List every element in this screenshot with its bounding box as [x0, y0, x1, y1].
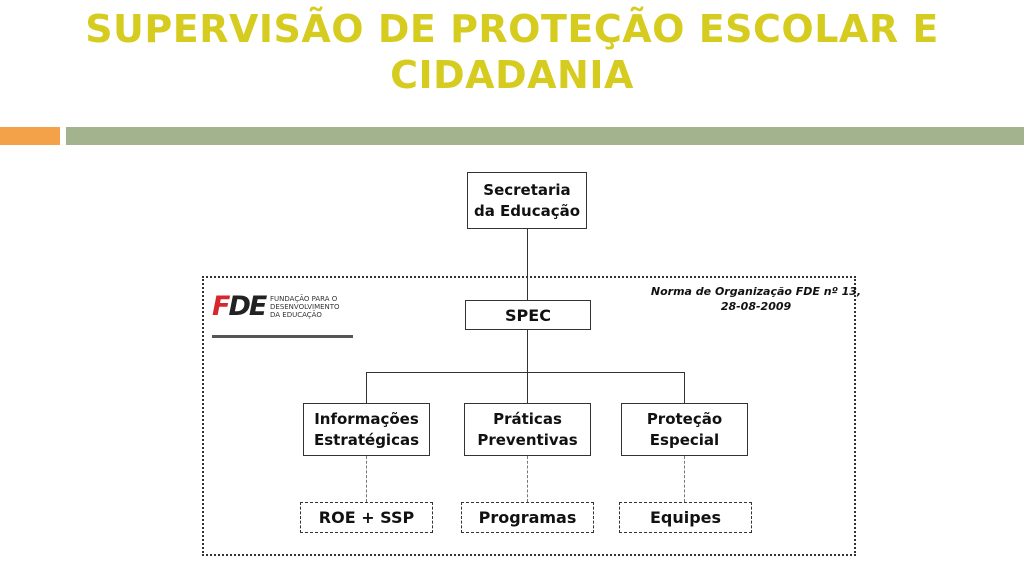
connector-branch-horizontal	[366, 372, 685, 373]
accent-bar-orange	[0, 127, 60, 145]
slide-title: SUPERVISÃO DE PROTEÇÃO ESCOLAR E CIDADAN…	[0, 6, 1024, 98]
connector-secretaria-spec	[527, 229, 528, 300]
node-praticas-preventivas: Práticas Preventivas	[464, 403, 591, 456]
node-secretaria-line2: da Educação	[473, 201, 581, 220]
connector-branch-center	[527, 372, 528, 403]
fde-frame	[202, 276, 856, 556]
leaf-roe-ssp: ROE + SSP	[300, 502, 433, 533]
slide-title-line1: SUPERVISÃO DE PROTEÇÃO ESCOLAR E	[85, 7, 939, 51]
node-spec-label: SPEC	[505, 305, 551, 325]
node-spec: SPEC	[465, 300, 591, 330]
node-secretaria-educacao: Secretaria da Educação	[467, 172, 587, 229]
node-protecao-line2: Especial	[649, 430, 720, 449]
accent-bar-green	[66, 127, 1024, 145]
fde-logo-text: FUNDAÇÃO PARA O DESENVOLVIMENTO DA EDUCA…	[270, 295, 340, 319]
node-informacoes-estrategicas: Informações Estratégicas	[303, 403, 430, 456]
leaf-programas: Programas	[461, 502, 594, 533]
node-informacoes-line1: Informações	[314, 409, 419, 428]
slide-title-line2: CIDADANIA	[390, 53, 634, 97]
norma-line2: 28-08-2009	[720, 300, 792, 313]
dashed-connector-left	[366, 456, 367, 502]
connector-branch-right	[684, 372, 685, 403]
connector-branch-left	[366, 372, 367, 403]
connector-spec-down	[527, 330, 528, 373]
fde-logo: FDE FUNDAÇÃO PARA O DESENVOLVIMENTO DA E…	[212, 292, 357, 338]
node-protecao-especial: Proteção Especial	[621, 403, 748, 456]
norma-line1: Norma de Organização FDE nº 13,	[650, 285, 862, 298]
node-praticas-line2: Preventivas	[477, 430, 578, 449]
fde-logo-rule	[212, 335, 353, 338]
node-protecao-line1: Proteção	[646, 409, 723, 428]
node-secretaria-line1: Secretaria	[483, 180, 571, 199]
norma-annotation: Norma de Organização FDE nº 13, 28-08-20…	[650, 284, 862, 314]
leaf-roe-ssp-label: ROE + SSP	[318, 508, 415, 527]
dashed-connector-center	[527, 456, 528, 502]
leaf-equipes-label: Equipes	[649, 508, 722, 527]
dashed-connector-right	[684, 456, 685, 502]
node-informacoes-line2: Estratégicas	[313, 430, 420, 449]
leaf-programas-label: Programas	[478, 508, 577, 527]
fde-logo-mark: FDE	[212, 291, 267, 322]
leaf-equipes: Equipes	[619, 502, 752, 533]
node-praticas-line1: Práticas	[493, 409, 562, 428]
